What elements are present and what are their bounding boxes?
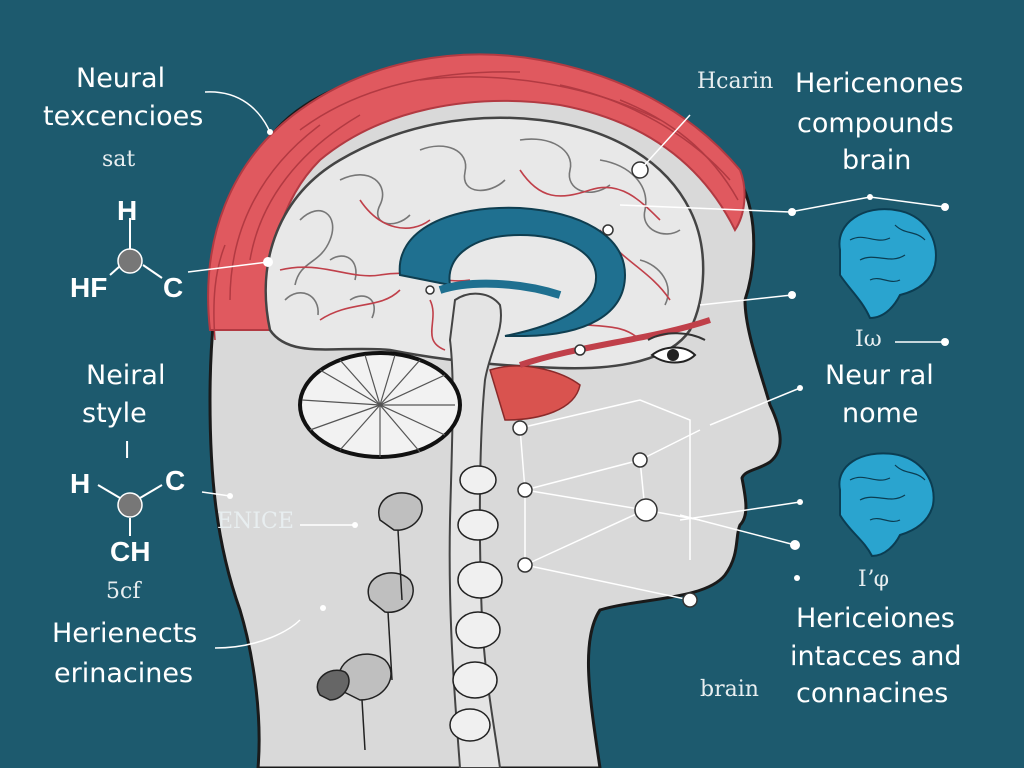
label-brain-small: brain (700, 677, 759, 702)
molecule-bottom-ch: CH (110, 536, 151, 567)
label-erinacines: erinacines (54, 658, 194, 689)
label-iw: Iω (855, 327, 882, 352)
vertebrae (449, 465, 503, 742)
brain-ventricle (398, 206, 627, 337)
label-hericeiones: Hericeiones (796, 603, 955, 634)
label-intacces-and: intacces and (790, 641, 962, 672)
label-enice: ENICE (217, 509, 294, 534)
molecule-bottom (97, 484, 163, 536)
mushroom-cluster (316, 492, 423, 751)
label-iphi: Iʼφ (858, 567, 890, 592)
label-neur-ral: Neur ral (825, 360, 934, 391)
network-nodes (425, 161, 698, 608)
callout-dots (227, 129, 949, 611)
label-style: style (82, 398, 147, 429)
label-neiral: Neiral (86, 360, 166, 391)
mini-brain-top (838, 208, 937, 320)
cerebellum-folds (301, 354, 455, 457)
label-nome: nome (842, 398, 919, 429)
label-brain: brain (842, 145, 912, 176)
molecule-bottom-h: H (70, 468, 91, 499)
label-hcarin: Hcarin (697, 69, 774, 94)
molecule-top (109, 218, 163, 279)
mini-brain-bottom (838, 452, 935, 558)
brain-gyri (284, 138, 681, 319)
molecule-top-c: C (163, 272, 184, 303)
molecule-bottom-c: C (165, 465, 186, 496)
label-herienects: Herienects (52, 618, 198, 649)
label-5cf: 5cf (106, 579, 141, 604)
label-hericenones: Hericenones (795, 68, 964, 99)
label-texcencioes: texcencioes (43, 101, 204, 132)
label-neural: Neural (76, 63, 166, 94)
blood-vessels (279, 169, 671, 351)
hair (207, 53, 746, 331)
label-connacines: connacines (796, 678, 949, 709)
hair-strands (213, 71, 739, 341)
callout-lines (187, 91, 946, 649)
molecule-top-hf: HF (70, 272, 108, 303)
molecule-top-h: H (117, 195, 138, 226)
label-l: l (124, 439, 131, 464)
label-sat: sat (102, 147, 136, 172)
label-compounds: compounds (797, 108, 954, 139)
